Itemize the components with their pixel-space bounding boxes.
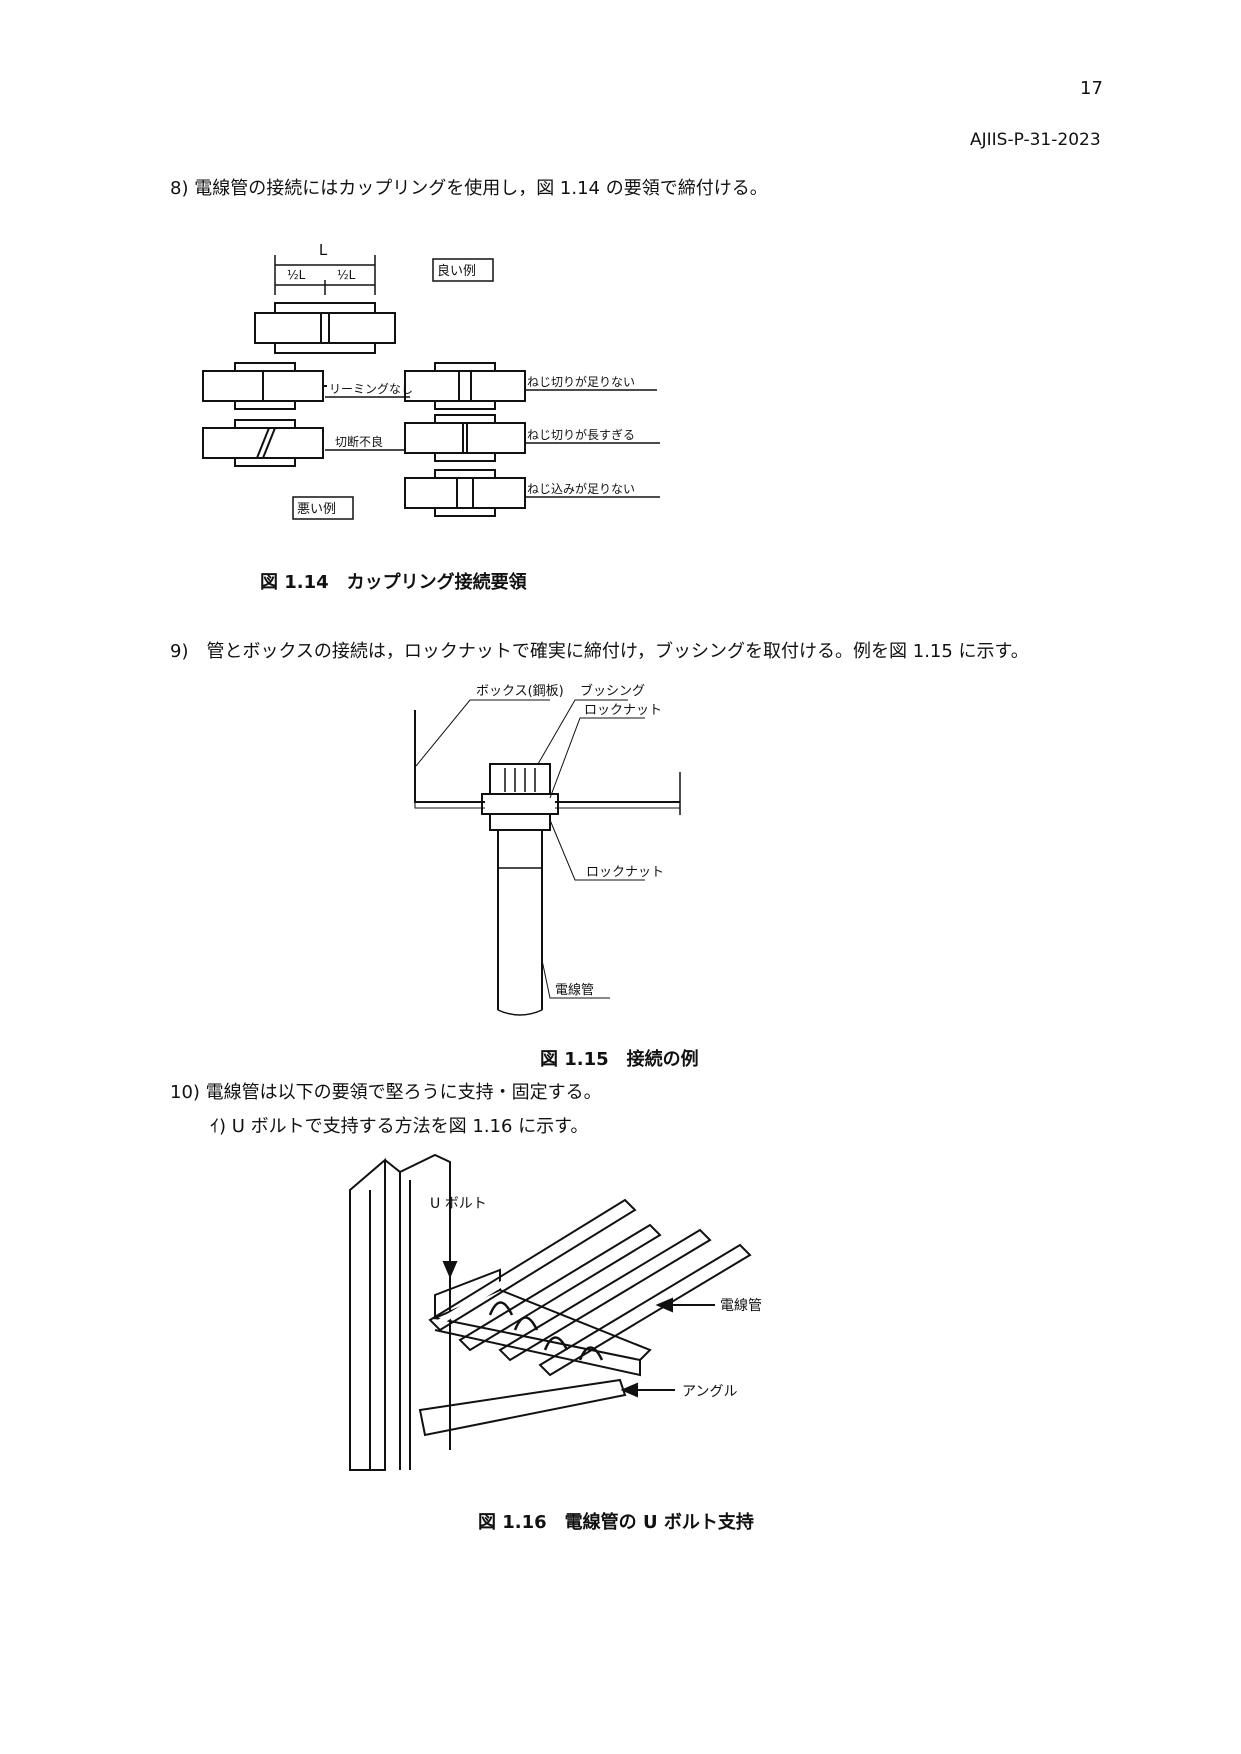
label-thread-long: ねじ切りが長すぎる bbox=[527, 427, 635, 442]
dim-half-left: ½L bbox=[287, 268, 306, 282]
paragraph-10-i: ｲ) U ボルトで支持する方法を図 1.16 に示す。 bbox=[210, 1116, 589, 1137]
label-screw-short: ねじ込みが足りない bbox=[527, 481, 635, 496]
page-number: 17 bbox=[1080, 78, 1103, 99]
label-locknut-top: ロックナット bbox=[584, 703, 662, 718]
label-angle: アングル bbox=[682, 1384, 737, 1400]
document-id: AJIIS-P-31-2023 bbox=[970, 130, 1101, 150]
figure-1-16-caption: 図 1.16 電線管の U ボルト支持 bbox=[478, 1512, 754, 1533]
label-cut-defect: 切断不良 bbox=[335, 434, 383, 449]
label-conduit: 電線管 bbox=[555, 982, 594, 998]
paragraph-10: 10) 電線管は以下の要領で堅ろうに支持・固定する。 bbox=[170, 1082, 602, 1103]
label-box-steel: ボックス(鋼板) bbox=[476, 684, 564, 699]
label-thread-short: ねじ切りが足りない bbox=[527, 374, 635, 389]
paragraph-9: 9) 管とボックスの接続は，ロックナットで確実に締付け，ブッシングを取付ける。例… bbox=[170, 641, 1029, 662]
figure-1-16-ubolt-diagram: U ボルト 電線管 アングル bbox=[349, 1153, 762, 1471]
dim-half-right: ½L bbox=[337, 268, 356, 282]
label-locknut-bottom: ロックナット bbox=[586, 865, 664, 880]
figure-1-14-caption: 図 1.14 カップリング接続要領 bbox=[260, 572, 527, 593]
label-u-bolt: U ボルト bbox=[430, 1196, 487, 1212]
figure-1-14-coupling-diagram: L ½L ½L 良い例 悪い例 リーミングなし 切断不良 ねじ切りが足りない ね… bbox=[202, 241, 660, 520]
figure-1-15-caption: 図 1.15 接続の例 bbox=[540, 1049, 699, 1070]
label-bushing: ブッシング bbox=[580, 683, 645, 699]
good-example-label: 良い例 bbox=[437, 263, 476, 279]
label-conduit-pipe: 電線管 bbox=[720, 1298, 762, 1314]
label-no-reaming: リーミングなし bbox=[329, 382, 413, 396]
figure-1-15-connection-diagram: ボックス(鋼板) ブッシング ロックナット ロックナット 電線管 bbox=[414, 683, 681, 1016]
dim-l-label: L bbox=[319, 241, 328, 259]
bad-example-label: 悪い例 bbox=[297, 502, 336, 517]
paragraph-8: 8) 電線管の接続にはカップリングを使用し，図 1.14 の要領で締付ける。 bbox=[170, 178, 768, 199]
